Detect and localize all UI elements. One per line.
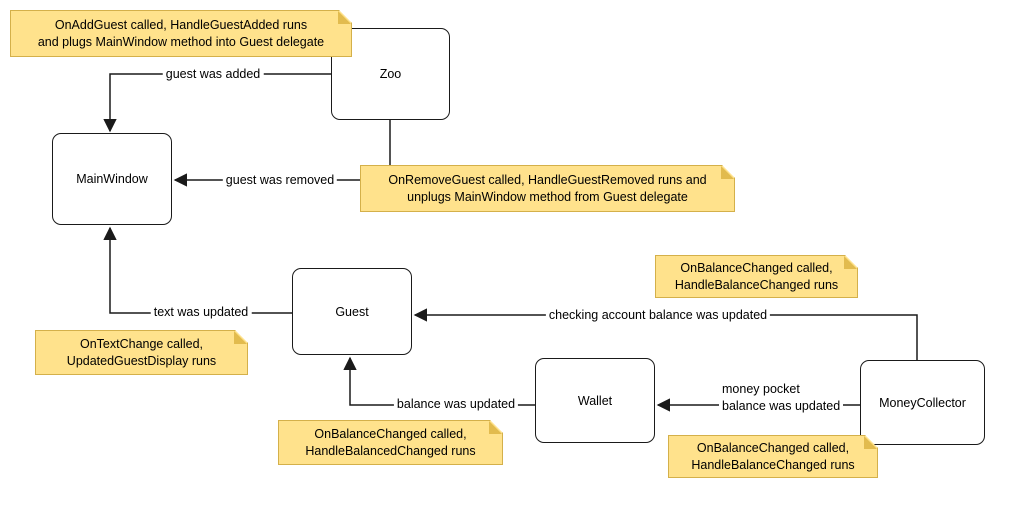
node-wallet-label: Wallet	[577, 393, 613, 408]
note-balance-checking: OnBalanceChanged called, HandleBalanceCh…	[655, 255, 858, 298]
edge-text-updated	[103, 226, 292, 314]
note-balance-money-pocket-line1: OnBalanceChanged called,	[696, 440, 850, 455]
edge-label-checking-updated: checking account balance was updated	[545, 308, 771, 322]
node-guest-label: Guest	[335, 304, 369, 319]
edge-label-money-pocket-line2: balance was updated	[722, 398, 841, 415]
note-text-change: OnTextChange called, UpdatedGuestDisplay…	[35, 330, 248, 375]
edge-label-guest-added: guest was added	[162, 67, 264, 81]
note-balance-money-pocket: OnBalanceChanged called, HandleBalanceCh…	[668, 435, 878, 478]
note-text-change-line1: OnTextChange called,	[80, 336, 203, 351]
node-wallet: Wallet	[535, 358, 655, 443]
node-moneycollector-label: MoneyCollector	[879, 395, 966, 410]
note-balance-wallet: OnBalanceChanged called, HandleBalancedC…	[278, 420, 503, 465]
note-add-guest: OnAddGuest called, HandleGuestAdded runs…	[10, 10, 352, 57]
note-remove-guest-line1: OnRemoveGuest called, HandleGuestRemoved…	[388, 172, 707, 187]
note-balance-wallet-line2: HandleBalancedChanged runs	[305, 443, 476, 458]
note-add-guest-line1: OnAddGuest called, HandleGuestAdded runs	[54, 17, 308, 32]
note-balance-checking-line2: HandleBalanceChanged runs	[674, 277, 839, 292]
note-text-change-line2: UpdatedGuestDisplay runs	[66, 353, 217, 368]
node-mainwindow-label: MainWindow	[76, 172, 148, 186]
node-guest: Guest	[292, 268, 412, 355]
note-balance-checking-line1: OnBalanceChanged called,	[680, 260, 833, 275]
note-balance-money-pocket-line2: HandleBalanceChanged runs	[691, 457, 855, 472]
node-moneycollector: MoneyCollector	[860, 360, 985, 445]
note-balance-wallet-line1: OnBalanceChanged called,	[314, 426, 467, 441]
node-mainwindow: MainWindow	[52, 133, 172, 225]
note-add-guest-line2: and plugs MainWindow method into Guest d…	[37, 34, 325, 49]
edge-label-balance-updated: balance was updated	[393, 397, 519, 411]
note-remove-guest-line2: unplugs MainWindow method from Guest del…	[407, 189, 688, 204]
edge-label-guest-removed: guest was removed	[222, 173, 338, 187]
node-zoo-label: Zoo	[379, 67, 402, 81]
edge-guest-added	[103, 73, 331, 133]
edge-label-money-pocket-line1: money pocket	[722, 381, 841, 398]
edge-label-money-pocket: money pocket balance was updated	[719, 380, 844, 416]
edge-label-text-updated: text was updated	[150, 305, 252, 319]
note-remove-guest: OnRemoveGuest called, HandleGuestRemoved…	[360, 165, 735, 212]
